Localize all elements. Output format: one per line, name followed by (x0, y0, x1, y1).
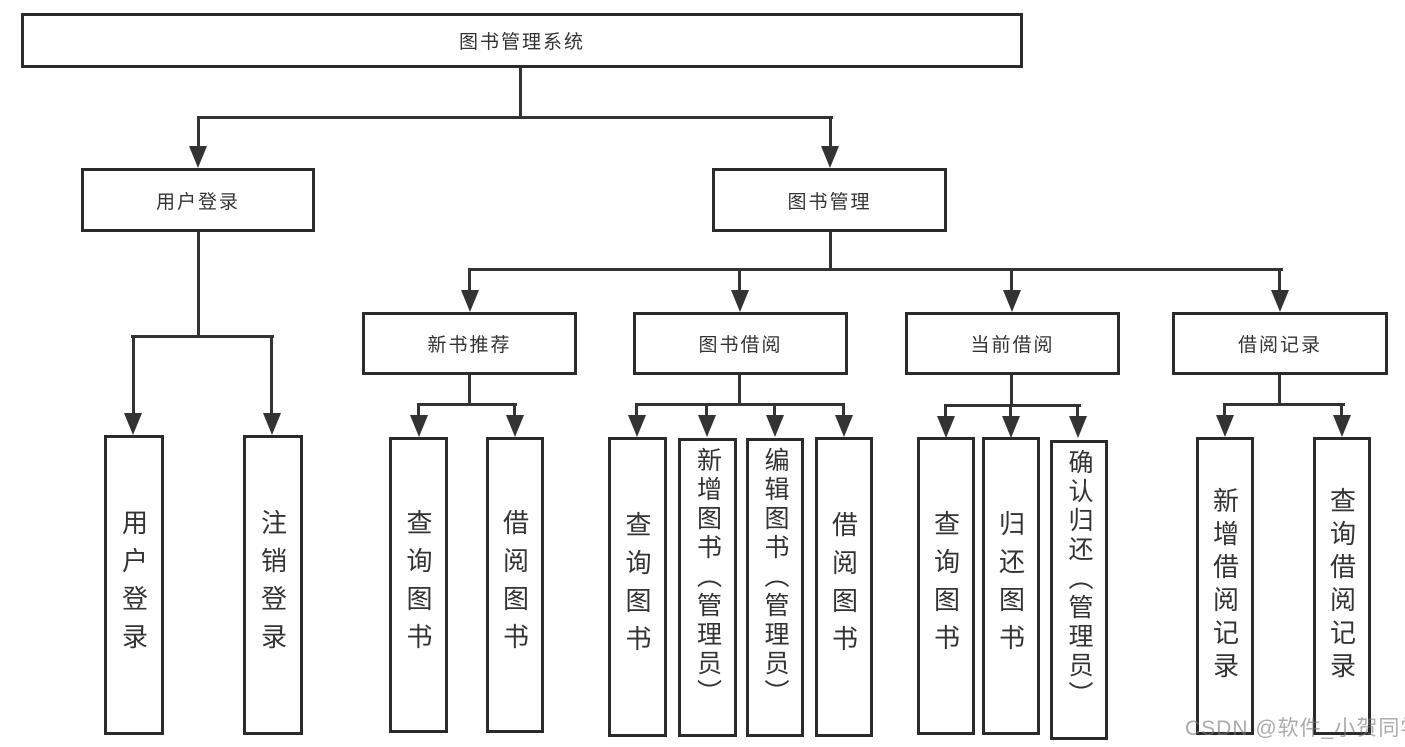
leaf-borrow-books-b: 借阅图书 (486, 437, 544, 733)
arrowhead-d1 (937, 416, 955, 438)
connector-stem-book-mgmt (829, 118, 832, 148)
connector-current-borrow-stem (1010, 373, 1013, 406)
node-book-mgmt-label: 图书管理 (787, 191, 872, 213)
node-borrow-records-label: 借阅记录 (1237, 335, 1322, 356)
node-borrow-records: 借阅记录 (1172, 312, 1388, 375)
connector-groupC-rail (635, 403, 845, 406)
connector-stem-new-book (468, 270, 471, 292)
arrowhead-e2 (1333, 415, 1351, 437)
leaf-add-borrow-record: 新增借阅记录 (1196, 437, 1254, 735)
connector-stem-c2 (705, 405, 708, 417)
leaf-query-books-d-label: 查询图书 (930, 510, 961, 662)
node-book-borrow-label: 图书借阅 (698, 335, 783, 356)
arrowhead-book-mgmt (821, 146, 839, 168)
leaf-logout-label: 注销登录 (257, 509, 288, 661)
leaf-logout: 注销登录 (243, 435, 303, 735)
connector-stem-c1 (635, 405, 638, 417)
node-user-login-label: 用户登录 (155, 191, 240, 213)
connector-level2-rail (197, 116, 833, 119)
connector-stem-user-login (197, 118, 200, 148)
leaf-query-books-c: 查询图书 (608, 437, 667, 737)
connector-root-stem (519, 66, 522, 118)
connector-stem-d2 (1009, 406, 1012, 418)
leaf-query-books-b-label: 查询图书 (403, 509, 433, 661)
arrowhead-book-borrow (731, 290, 749, 312)
node-root-label: 图书管理系统 (458, 32, 585, 53)
node-user-login: 用户登录 (81, 168, 315, 232)
connector-borrow-records-stem (1278, 373, 1281, 405)
node-new-book-rec-label: 新书推荐 (427, 335, 512, 356)
arrowhead-current-borrow (1003, 290, 1021, 312)
arrowhead-a1 (124, 413, 142, 435)
leaf-borrow-books-c-label: 借阅图书 (828, 511, 859, 663)
leaf-add-borrow-record-label: 新增借阅记录 (1209, 487, 1240, 685)
connector-user-login-stem (197, 230, 200, 337)
connector-groupB-rail (417, 403, 517, 406)
connector-stem-b2 (513, 405, 516, 417)
connector-stem-borrow-records (1278, 270, 1281, 292)
node-current-borrow: 当前借阅 (905, 312, 1120, 375)
connector-stem-c3 (773, 405, 776, 417)
csdn-watermark: CSDN @软件_小贺同学 (1185, 717, 1405, 740)
connector-book-mgmt-stem (829, 230, 832, 270)
leaf-return-books: 归还图书 (982, 437, 1040, 735)
connector-book-borrow-stem (738, 373, 741, 405)
arrowhead-new-book (461, 290, 479, 312)
leaf-return-books-label: 归还图书 (995, 510, 1026, 662)
connector-groupE-rail (1223, 403, 1345, 406)
leaf-confirm-return-admin: 确认归还（管理员） (1050, 440, 1108, 740)
leaf-add-books-admin-label: 新增图书（管理员） (693, 447, 722, 708)
leaf-edit-books-admin: 编辑图书（管理员） (746, 438, 804, 737)
arrowhead-user-login (189, 146, 207, 168)
arrowhead-c1 (628, 415, 646, 437)
leaf-edit-books-admin-label: 编辑图书（管理员） (761, 447, 789, 708)
connector-groupA-rail (131, 335, 274, 338)
leaf-query-borrow-record-label: 查询借阅记录 (1326, 487, 1357, 685)
connector-stem-e1 (1223, 405, 1226, 417)
connector-stem-e2 (1340, 405, 1343, 417)
node-book-mgmt: 图书管理 (712, 168, 947, 232)
arrowhead-b1 (410, 415, 428, 437)
connector-new-book-stem (468, 373, 471, 405)
arrowhead-d3 (1069, 416, 1087, 438)
connector-stem-c4 (842, 405, 845, 417)
leaf-borrow-books-c: 借阅图书 (815, 437, 873, 737)
connector-stem-d1 (944, 406, 947, 418)
arrowhead-b2 (506, 415, 524, 437)
connector-stem-book-borrow (738, 270, 741, 292)
arrowhead-c2 (698, 415, 716, 437)
node-root: 图书管理系统 (21, 13, 1023, 68)
arrowhead-c3 (766, 415, 784, 437)
node-book-borrow: 图书借阅 (633, 312, 848, 375)
connector-stem-a1 (132, 337, 135, 415)
leaf-query-books-c-label: 查询图书 (622, 511, 652, 663)
leaf-query-books-b: 查询图书 (389, 437, 448, 733)
connector-stem-current-borrow (1010, 270, 1013, 292)
leaf-user-login-label: 用户登录 (118, 509, 149, 661)
connector-level3-rail (468, 268, 1283, 271)
leaf-user-login: 用户登录 (104, 435, 164, 735)
connector-stem-b1 (417, 405, 420, 417)
arrowhead-a2 (263, 413, 281, 435)
arrowhead-e1 (1216, 415, 1234, 437)
node-current-borrow-label: 当前借阅 (970, 335, 1055, 356)
leaf-borrow-books-b-label: 借阅图书 (499, 509, 530, 661)
leaf-add-books-admin: 新增图书（管理员） (678, 438, 737, 737)
leaf-query-books-d: 查询图书 (917, 437, 975, 735)
leaf-confirm-return-admin-label: 确认归还（管理员） (1065, 449, 1093, 710)
connector-stem-d3 (1076, 406, 1079, 418)
leaf-query-borrow-record: 查询借阅记录 (1313, 437, 1371, 735)
node-new-book-rec: 新书推荐 (362, 312, 577, 375)
arrowhead-borrow-records (1271, 290, 1289, 312)
arrowhead-c4 (835, 415, 853, 437)
connector-groupD-rail (944, 404, 1081, 407)
connector-stem-a2 (270, 337, 273, 415)
arrowhead-d2 (1002, 416, 1020, 438)
